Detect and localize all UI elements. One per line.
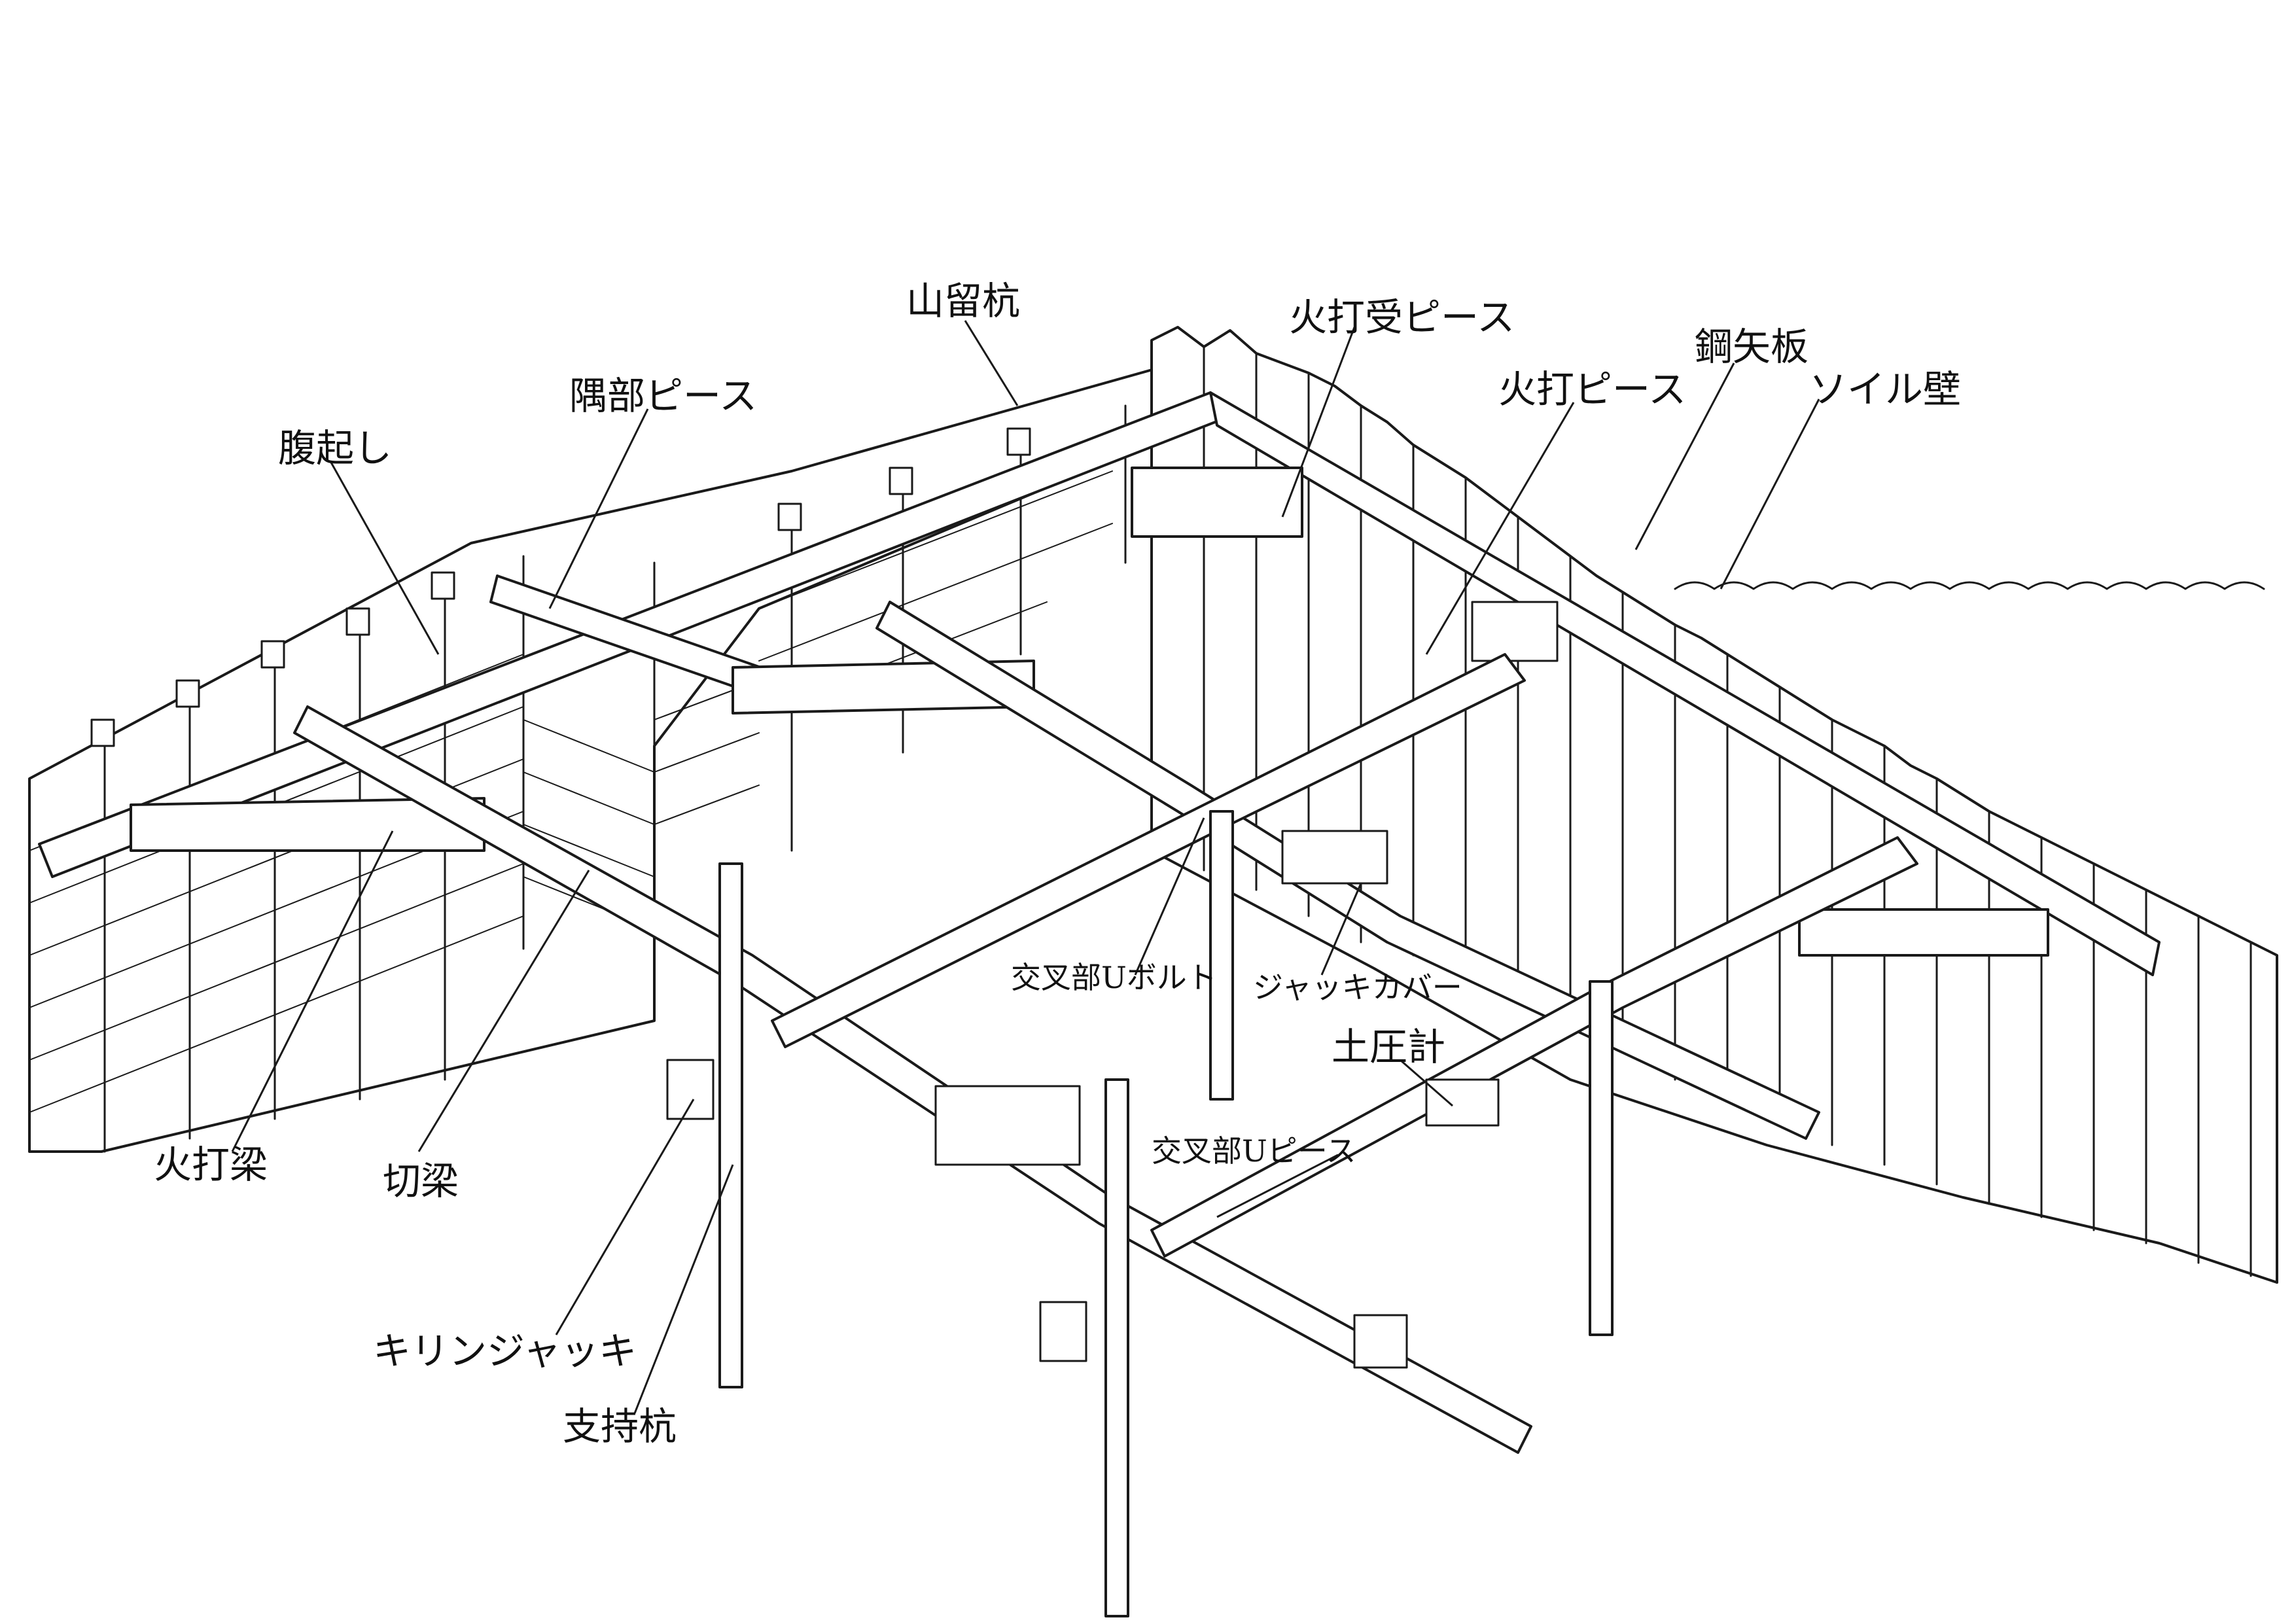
support-piles	[718, 810, 1614, 1617]
label-kousabu-u-piece: 交叉部Uピース	[1152, 1133, 1356, 1169]
label-kouyaita: 鋼矢板	[1695, 325, 1809, 369]
leader-lines	[231, 320, 1820, 1414]
label-soil-wall: ソイル壁	[1809, 367, 1961, 412]
label-doatsu-kei: 土圧計	[1332, 1025, 1445, 1069]
label-hiuchi-piece: 火打ピース	[1498, 367, 1686, 412]
label-hiuchi-uke-piece: 火打受ピース	[1289, 295, 1515, 340]
labels: 山留杭 火打受ピース 鋼矢板 ソイル壁 火打ピース 隅部ピース 腹起し 火打梁 …	[154, 279, 1961, 1449]
label-kirin-jack: キリンジャッキ	[373, 1329, 637, 1373]
label-haraokoshi: 腹起し	[278, 426, 392, 470]
label-kousabu-u-bolt: 交叉部Uボルト	[1011, 960, 1217, 995]
label-guubu-piece: 隅部ピース	[569, 374, 757, 418]
label-yamadome-kui: 山留杭	[906, 279, 1020, 323]
corner-struts	[130, 467, 2049, 957]
label-shiji-kui: 支持杭	[563, 1404, 677, 1449]
label-jack-cover: ジャッキカバー	[1253, 970, 1462, 1005]
jacks	[666, 830, 1500, 1369]
label-hiuchi-bari: 火打梁	[154, 1142, 268, 1187]
label-kiri-bari: 切梁	[383, 1159, 459, 1203]
main-struts	[293, 601, 1918, 1454]
left-retaining-wall	[28, 352, 1212, 1153]
